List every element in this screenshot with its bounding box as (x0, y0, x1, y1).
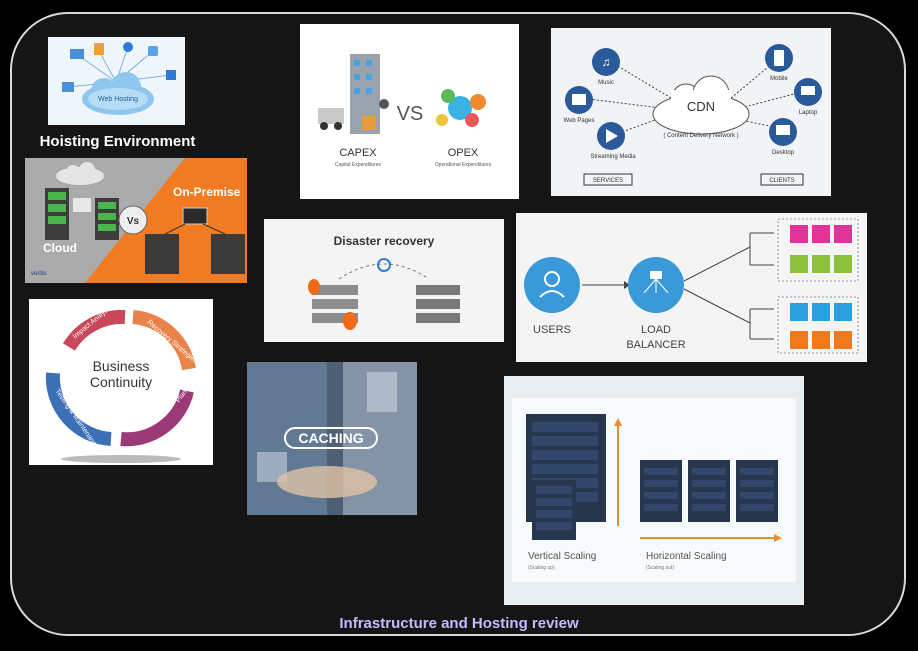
services-label: SERVICES (593, 178, 623, 184)
vertical-scaling-sublabel: (Scaling up) (528, 565, 555, 571)
mobile-label: Mobile (770, 76, 788, 82)
cloud-vs-onpremise-card: Cloud veritis Vs On-Premise (25, 158, 247, 283)
laptop-label: Laptop (799, 110, 818, 116)
cloud-label: Cloud (43, 241, 77, 255)
business-title: Business (93, 358, 150, 374)
cdn-title: CDN (687, 99, 715, 114)
business-continuity-card: Business Continuity Impact Analysis Reco… (29, 299, 213, 465)
users-label: USERS (533, 324, 571, 336)
scaling-card: Vertical Scaling (Scaling up) Horizontal… (504, 376, 804, 605)
web-hosting-badge: Web Hosting (98, 96, 138, 103)
horizontal-scaling-label: Horizontal Scaling (646, 551, 727, 562)
caching-card: CACHING (247, 362, 417, 515)
music-label: Music (598, 80, 614, 86)
sync-icon (377, 258, 391, 272)
horizontal-server-icon (640, 460, 778, 522)
veritis-logo: veritis (31, 271, 47, 277)
cdn-card: CDN ( Content Delivery Network ) ♫ Music… (551, 28, 831, 196)
burning-server-icon (308, 279, 358, 330)
server-group-top (790, 225, 852, 273)
streaming-media-label: Streaming Media (590, 154, 636, 160)
vs-badge-icon (118, 205, 148, 235)
opex-label: OPEX (448, 147, 479, 159)
svg-text:♫: ♫ (602, 55, 611, 69)
opex-gears-icon (436, 89, 486, 127)
vertical-scaling-label: Vertical Scaling (528, 551, 596, 562)
desktop-label: Desktop (772, 150, 795, 156)
disaster-recovery-title: Disaster recovery (334, 234, 435, 248)
backup-server-icon (416, 285, 460, 323)
vertical-server-icon (526, 414, 606, 540)
music-icon (592, 48, 620, 76)
server-group-bottom (790, 303, 852, 349)
disaster-recovery-card: Disaster recovery (264, 219, 504, 342)
clients-label: CLIENTS (769, 178, 794, 184)
infrastructure-footer-title: Infrastructure and Hosting review (339, 615, 579, 632)
cloud-vs-text: Vs (127, 216, 140, 227)
balancer-label: BALANCER (626, 339, 685, 351)
web-hosting-cloud-icon: Web Hosting (62, 42, 176, 115)
load-label: LOAD (641, 324, 671, 336)
capex-sublabel: Capital Expenditures (335, 162, 382, 168)
capex-opex-vs: VS (397, 103, 424, 125)
capex-vs-opex-card: VS CAPEX Capital Expenditures OPEX Opera… (300, 24, 519, 199)
web-hosting-card: Web Hosting (48, 37, 185, 125)
capex-building-icon (318, 54, 389, 134)
hoisting-environment-title: Hoisting Environment (39, 133, 196, 150)
caching-label: CACHING (298, 430, 363, 446)
horizontal-scaling-sublabel: (Scaling out) (646, 565, 674, 571)
cloud-server-icon (45, 162, 119, 240)
onpremise-label: On-Premise (173, 185, 241, 199)
cdn-cloud-icon (652, 75, 750, 135)
onpremise-server-icon (145, 207, 245, 274)
continuity-title: Continuity (90, 374, 152, 390)
web-pages-label: Web Pages (564, 118, 595, 124)
load-balancer-card: USERS LOAD BALANCER (516, 213, 867, 362)
opex-sublabel: Operational Expenditures (435, 162, 492, 168)
capex-label: CAPEX (339, 147, 377, 159)
hands-image (277, 466, 377, 498)
cdn-subtitle: ( Content Delivery Network ) (663, 133, 738, 139)
